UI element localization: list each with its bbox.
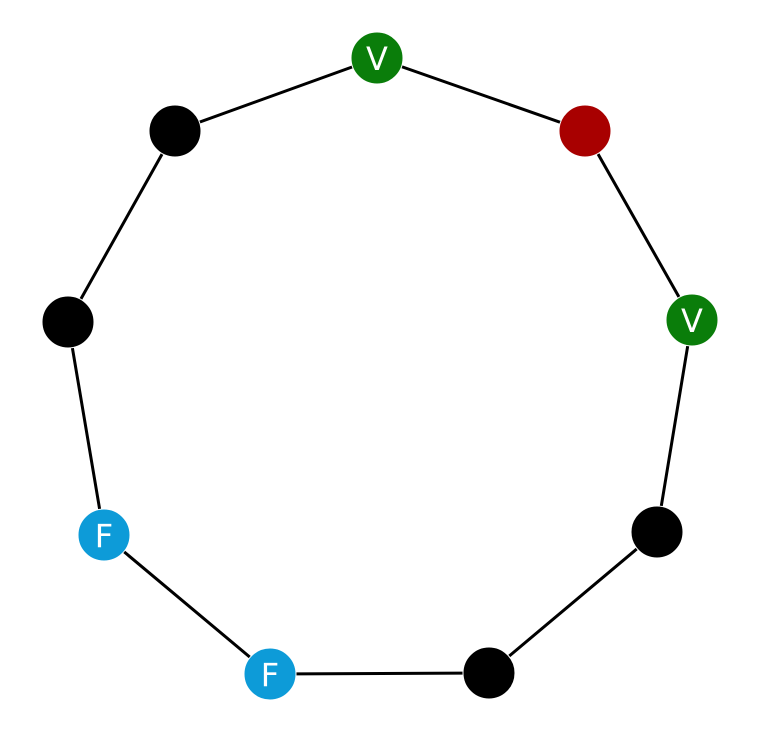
edge-n5-n6 <box>102 533 272 676</box>
node-label: F <box>261 656 279 694</box>
node-circle-red <box>558 104 612 158</box>
node-circle-black <box>462 646 516 700</box>
edges-layer <box>66 56 694 676</box>
edge-n2-n3 <box>655 318 694 534</box>
node-circle-green <box>350 31 404 85</box>
node-n1 <box>558 104 612 158</box>
node-n5: F <box>243 647 297 701</box>
edge-n6-n7 <box>66 320 106 537</box>
nodes-layer: V V F F <box>41 31 719 701</box>
node-label: V <box>681 302 703 340</box>
edge-n7-n8 <box>66 129 177 324</box>
node-n0: V <box>350 31 404 85</box>
edge-n0-n1 <box>375 56 587 133</box>
node-circle-black <box>148 104 202 158</box>
node-n3 <box>630 505 684 559</box>
node-label: F <box>95 517 113 555</box>
node-circle-black <box>630 505 684 559</box>
node-label: V <box>366 40 388 78</box>
node-circle-green <box>665 293 719 347</box>
node-n8 <box>148 104 202 158</box>
edge-n3-n4 <box>487 530 659 675</box>
edge-n1-n2 <box>583 129 694 322</box>
node-n2: V <box>665 293 719 347</box>
node-circle-black <box>41 295 95 349</box>
node-n6: F <box>77 508 131 562</box>
node-circle-blue <box>243 647 297 701</box>
edge-n8-n0 <box>173 56 379 133</box>
edge-n4-n5 <box>268 671 491 676</box>
node-circle-blue <box>77 508 131 562</box>
node-n7 <box>41 295 95 349</box>
node-n4 <box>462 646 516 700</box>
